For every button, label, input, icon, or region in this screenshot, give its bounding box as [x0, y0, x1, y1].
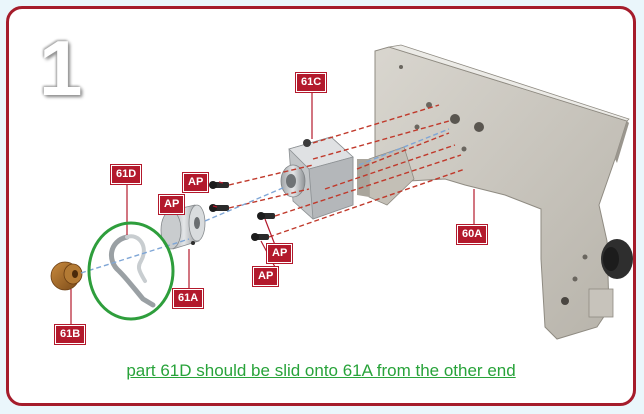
label-60a: 60A — [457, 225, 488, 244]
label-61d: 61D — [111, 165, 142, 184]
label-61c: 61C — [296, 73, 327, 92]
label-ap-3: AP — [267, 244, 293, 263]
step-panel: 1 — [6, 6, 636, 406]
label-ap-4: AP — [253, 267, 279, 286]
step-number: 1 — [39, 24, 83, 112]
label-61a: 61A — [173, 289, 204, 308]
part-61a-cylinder — [160, 204, 206, 250]
screw — [257, 212, 275, 220]
ap-screws — [209, 181, 275, 241]
label-ap-1: AP — [183, 173, 209, 192]
screw — [209, 204, 229, 212]
part-61d-clip — [109, 234, 156, 308]
label-61b: 61B — [55, 325, 86, 344]
label-leader-lines — [70, 93, 475, 325]
screw — [251, 233, 269, 241]
exploded-assembly-diagram — [50, 44, 633, 340]
label-ap-2: AP — [159, 195, 185, 214]
assembly-guide-lines — [80, 104, 466, 274]
motor-knob — [588, 239, 633, 318]
instruction-caption: part 61D should be slid onto 61A from th… — [126, 361, 516, 380]
part-61c-block — [280, 136, 354, 220]
part-61b-gear — [50, 261, 83, 291]
highlight-circle — [87, 221, 175, 321]
screw — [209, 181, 229, 189]
